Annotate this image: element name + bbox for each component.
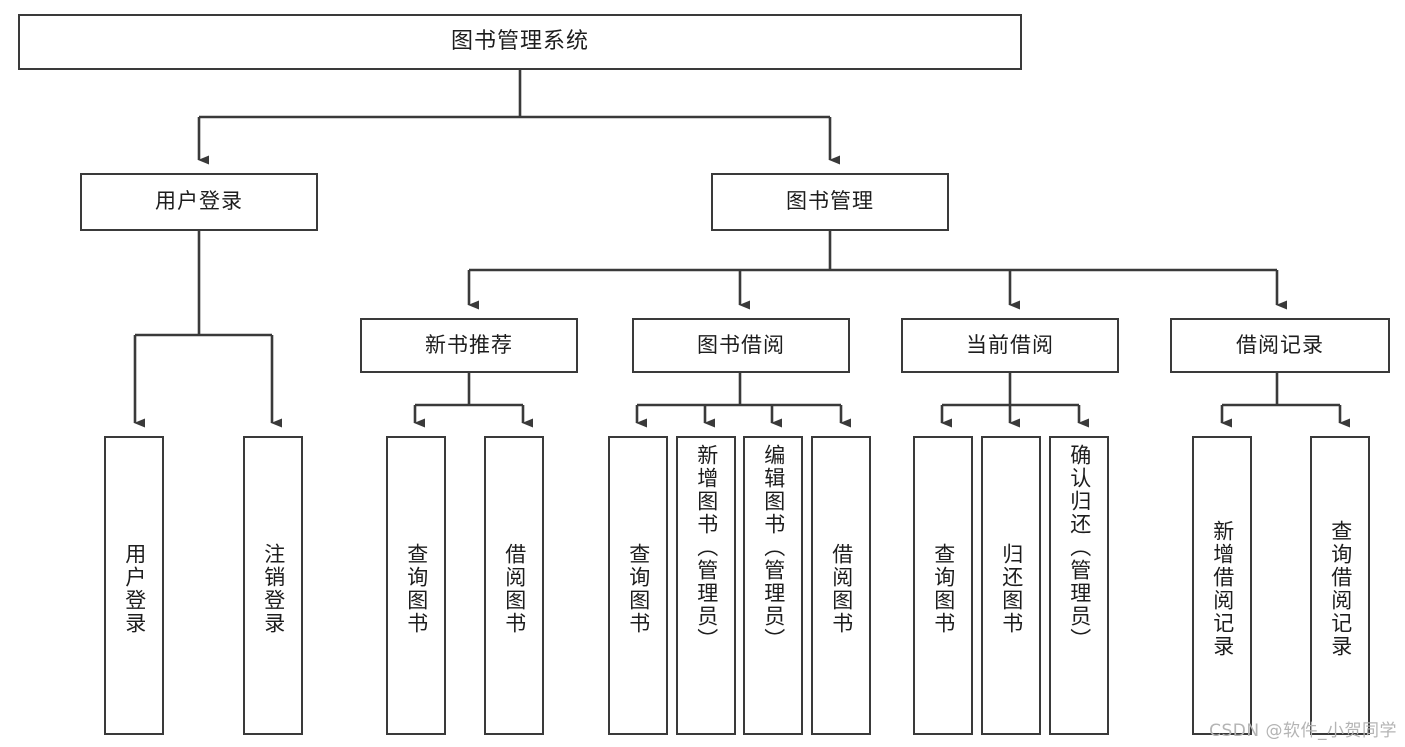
watermark-text: CSDN @软件_小贺同学 xyxy=(1209,721,1397,741)
node-user-login[interactable]: 用户登录 xyxy=(80,173,318,231)
node-label: 用户登录 xyxy=(122,542,147,635)
node-label: 新增借阅记录 xyxy=(1210,519,1235,658)
node-leaf-edit-book[interactable]: 编辑图书（管理员） xyxy=(743,436,803,735)
node-label: 图书借阅 xyxy=(697,332,785,357)
node-leaf-query-book-3[interactable]: 查询图书 xyxy=(913,436,973,735)
node-leaf-return-book[interactable]: 归还图书 xyxy=(981,436,1041,735)
node-leaf-add-record[interactable]: 新增借阅记录 xyxy=(1192,436,1252,735)
node-label: 确认归还（管理员） xyxy=(1067,444,1092,651)
node-label: 用户登录 xyxy=(155,189,243,214)
node-label: 注销登录 xyxy=(261,542,286,635)
node-leaf-borrow-book-2[interactable]: 借阅图书 xyxy=(811,436,871,735)
node-new-book-recommend[interactable]: 新书推荐 xyxy=(360,318,578,373)
node-label: 借阅记录 xyxy=(1236,332,1324,357)
node-label: 查询借阅记录 xyxy=(1328,519,1353,658)
node-leaf-query-book-2[interactable]: 查询图书 xyxy=(608,436,668,735)
node-borrow-record[interactable]: 借阅记录 xyxy=(1170,318,1390,373)
node-label: 查询图书 xyxy=(931,542,956,635)
node-leaf-logout[interactable]: 注销登录 xyxy=(243,436,303,735)
node-book-manage[interactable]: 图书管理 xyxy=(711,173,949,231)
node-root-system[interactable]: 图书管理系统 xyxy=(18,14,1022,70)
node-label: 图书管理系统 xyxy=(450,28,589,54)
node-label: 查询图书 xyxy=(626,542,651,635)
node-leaf-query-book-1[interactable]: 查询图书 xyxy=(386,436,446,735)
node-leaf-add-book[interactable]: 新增图书（管理员） xyxy=(676,436,736,735)
node-leaf-confirm-return[interactable]: 确认归还（管理员） xyxy=(1049,436,1109,735)
node-label: 编辑图书（管理员） xyxy=(761,444,786,651)
node-label: 借阅图书 xyxy=(502,542,527,635)
node-book-borrow[interactable]: 图书借阅 xyxy=(632,318,850,373)
node-leaf-query-record[interactable]: 查询借阅记录 xyxy=(1310,436,1370,735)
node-label: 查询图书 xyxy=(404,542,429,635)
node-label: 新书推荐 xyxy=(425,332,513,357)
node-label: 归还图书 xyxy=(999,542,1024,635)
node-label: 图书管理 xyxy=(786,189,874,214)
node-leaf-borrow-book-1[interactable]: 借阅图书 xyxy=(484,436,544,735)
node-label: 借阅图书 xyxy=(829,542,854,635)
node-label: 新增图书（管理员） xyxy=(694,444,719,651)
node-current-borrow[interactable]: 当前借阅 xyxy=(901,318,1119,373)
node-label: 当前借阅 xyxy=(966,332,1054,357)
node-leaf-user-login[interactable]: 用户登录 xyxy=(104,436,164,735)
